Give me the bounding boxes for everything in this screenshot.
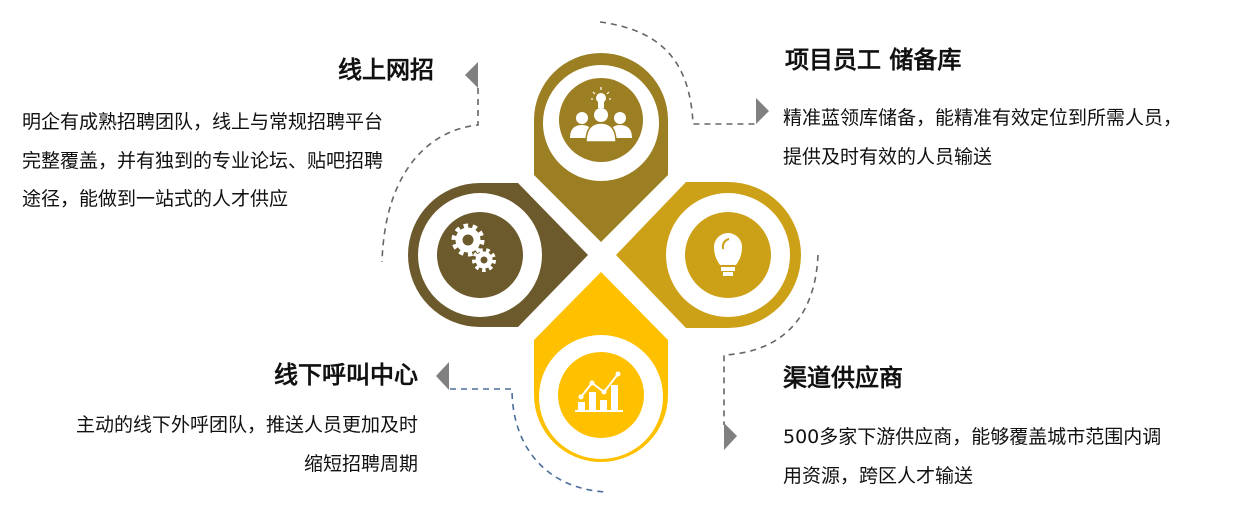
reserve-line: 精准蓝领库储备，能精准有效定位到所需人员， — [783, 107, 1183, 129]
connector-callcenter — [450, 388, 609, 493]
suppliers-description: 500多家下游供应商，能够覆盖城市范围内调 用资源，跨区人才输送 — [783, 418, 1161, 495]
reserve-title: 项目员工 储备库 — [785, 46, 962, 74]
callcenter-title: 线下呼叫中心 — [274, 361, 418, 389]
suppliers-line: 500多家下游供应商，能够覆盖城市范围内调 — [783, 426, 1162, 448]
connector-reserve — [599, 21, 755, 125]
reserve-line: 提供及时有效的人员输送 — [783, 145, 993, 168]
petal-suppliers — [616, 182, 801, 328]
arrow-left-icon — [465, 62, 478, 88]
online-description: 明企有成熟招聘团队，线上与常规招聘平台 完整覆盖，并有独到的专业论坛、贴吧招聘 … — [22, 103, 383, 219]
online-line: 完整覆盖，并有独到的专业论坛、贴吧招聘 — [22, 149, 384, 172]
petal-online — [408, 183, 588, 327]
callcenter-line: 主动的线下外呼团队，推送人员更加及时 — [75, 414, 418, 436]
reserve-description: 精准蓝领库储备，能精准有效定位到所需人员， 提供及时有效的人员输送 — [783, 99, 1182, 176]
petal-reserve — [534, 53, 668, 242]
suppliers-title: 渠道供应商 — [783, 364, 903, 392]
online-line: 明企有成熟招聘团队，线上与常规招聘平台 — [22, 111, 384, 133]
arrow-left-icon — [436, 362, 449, 390]
callcenter-description: 主动的线下外呼团队，推送人员更加及时 缩短招聘周期 — [76, 406, 418, 483]
growth-chart-icon — [575, 371, 623, 412]
arrow-right-icon — [756, 98, 769, 124]
online-line: 途径，能做到一站式的人才供应 — [22, 188, 289, 210]
suppliers-line: 用资源，跨区人才输送 — [783, 464, 974, 487]
callcenter-line: 缩短招聘周期 — [303, 452, 418, 475]
lightbulb-icon — [714, 233, 742, 276]
gears-icon — [451, 223, 496, 272]
petal-callcenter — [534, 272, 668, 462]
connector-online — [381, 88, 479, 263]
arrow-right-icon — [724, 423, 737, 450]
online-title: 线上网招 — [338, 56, 434, 84]
team-idea-icon — [570, 87, 632, 143]
connector-suppliers — [723, 254, 819, 425]
